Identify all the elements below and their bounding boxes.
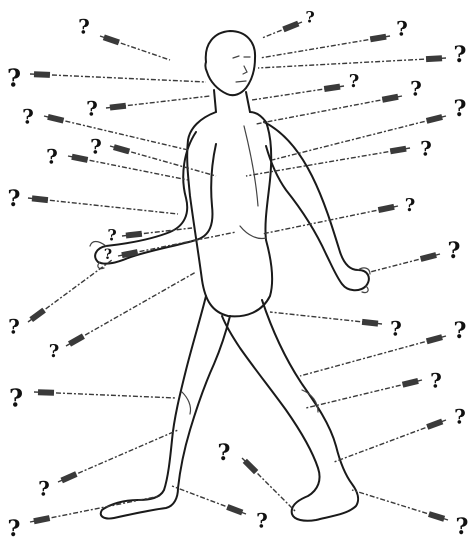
arrow-fletching-temple-left <box>34 71 50 78</box>
figure-torso <box>187 112 272 316</box>
arrow-fletching-knee-left <box>38 389 54 396</box>
question-mark-wrist-left[interactable]: ? <box>49 341 60 362</box>
figure-knee-left <box>182 392 191 414</box>
arrow-fletching-face-left <box>47 114 64 124</box>
figure-leg-left <box>101 296 230 519</box>
arrow-throat-right <box>256 96 402 124</box>
arrow-chest-left <box>28 198 178 214</box>
question-mark-crown[interactable]: ? <box>305 8 314 27</box>
arrow-fletching-forehead-right <box>370 34 387 43</box>
figure-chest-line <box>240 126 266 239</box>
figure-arm-right <box>264 122 369 290</box>
arrow-fletching-heel-left <box>226 504 243 515</box>
arrow-fletching-chest-right <box>390 146 407 155</box>
arrow-fletching-ankle-right <box>243 459 259 475</box>
question-mark-forehead-right[interactable]: ? <box>396 17 408 41</box>
question-mark-chest-right[interactable]: ? <box>420 137 432 161</box>
arrow-temple-left <box>30 74 206 82</box>
arrow-fletching-crown <box>282 21 299 33</box>
figure-knee-right <box>302 390 318 412</box>
question-mark-jaw-left[interactable]: ? <box>86 97 98 121</box>
arrow-fletching-ear-right <box>426 55 442 62</box>
arrow-fletching-upper-back <box>426 114 443 124</box>
question-mark-ankle-right[interactable]: ? <box>218 440 231 466</box>
question-mark-armpit-left[interactable]: ? <box>107 226 116 245</box>
figure-leg-right <box>222 300 358 521</box>
question-mark-face-left[interactable]: ? <box>22 105 34 129</box>
figure-head <box>205 31 255 95</box>
question-mark-heel-left[interactable]: ? <box>256 509 268 533</box>
question-mark-shoulder-left[interactable]: ? <box>46 145 58 169</box>
question-mark-foot-right[interactable]: ? <box>456 514 469 540</box>
arrow-fletching-wrist-left <box>68 334 85 347</box>
question-mark-buttock-right[interactable]: ? <box>390 317 402 341</box>
arrow-fletching-neck-right <box>324 84 341 92</box>
arrow-fletching-jaw-left <box>110 103 127 111</box>
figure-neck <box>214 90 250 112</box>
arrow-thigh-right <box>300 336 446 376</box>
arrow-fletching-throat-right <box>382 94 399 103</box>
arrow-fletching-head-top <box>103 35 120 46</box>
arrow-fletching-armpit-left <box>126 231 143 239</box>
arrow-abdomen-right <box>262 206 398 234</box>
arrow-fletching-clavicle-left <box>113 144 130 154</box>
arrow-ear-right <box>258 58 446 68</box>
question-mark-clavicle-left[interactable]: ? <box>90 135 102 159</box>
question-mark-abdomen-right[interactable]: ? <box>405 195 416 216</box>
question-mark-chest-left[interactable]: ? <box>8 186 21 212</box>
arrow-fletching-shin-left <box>61 471 78 483</box>
question-mark-knee-left[interactable]: ? <box>9 384 23 413</box>
arrow-fletching-hip-right <box>420 252 437 262</box>
arrow-fletching-calf-right <box>426 419 443 430</box>
question-mark-temple-left[interactable]: ? <box>7 64 21 93</box>
arrow-fletching-abdomen-right <box>378 204 395 213</box>
arrow-fletching-elbow-left <box>29 308 46 322</box>
question-mark-head-top[interactable]: ? <box>78 15 90 39</box>
question-mark-elbow-left[interactable]: ? <box>8 315 20 339</box>
question-mark-shin-left[interactable]: ? <box>38 477 50 501</box>
arrow-fletching-thigh-right <box>426 334 443 344</box>
question-mark-knee-right[interactable]: ? <box>430 369 442 393</box>
question-mark-throat-right[interactable]: ? <box>410 77 422 101</box>
question-mark-upper-back[interactable]: ? <box>454 96 467 122</box>
question-mark-ear-right[interactable]: ? <box>454 42 467 68</box>
arrow-fletching-knee-right <box>402 378 419 388</box>
arrow-knee-left <box>34 392 176 398</box>
figure-face-detail <box>233 56 250 82</box>
arrow-fletching-chest-left <box>32 195 49 203</box>
question-mark-calf-right[interactable]: ? <box>454 405 466 429</box>
question-mark-ankle-left[interactable]: ? <box>8 516 21 542</box>
question-mark-thigh-right[interactable]: ? <box>454 318 467 344</box>
arrow-fletching-shoulder-left <box>71 154 88 163</box>
arrow-fletching-buttock-right <box>362 319 379 327</box>
question-mark-hip-right[interactable]: ? <box>448 238 461 264</box>
question-mark-neck-right[interactable]: ? <box>349 71 360 92</box>
arrow-fletching-foot-right <box>428 511 445 522</box>
question-mark-forearm-left[interactable]: ? <box>104 247 112 263</box>
annotation-marks: ?????????????????????????????? <box>7 8 468 542</box>
arrow-wrist-left <box>66 272 196 346</box>
arrow-fletching-ankle-left <box>33 515 50 524</box>
